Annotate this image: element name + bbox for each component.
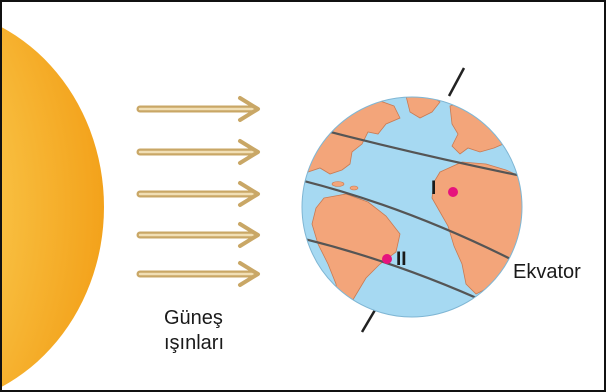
point-1-marker xyxy=(448,187,458,197)
sun-rays xyxy=(136,96,260,287)
ray-arrow xyxy=(136,139,260,165)
ray-arrow xyxy=(136,261,260,287)
greenland xyxy=(405,97,441,119)
equator-label: Ekvator xyxy=(513,261,581,283)
ray-arrow xyxy=(136,222,260,248)
equator-line xyxy=(302,176,522,271)
ray-arrow xyxy=(136,96,260,122)
sun-rays-label-line1: Güneş xyxy=(164,307,223,329)
point-2-marker xyxy=(382,254,392,264)
sun xyxy=(2,27,104,387)
earth-axis-bottom xyxy=(360,309,377,333)
ray-arrow xyxy=(136,181,260,207)
point-2-label: II xyxy=(396,249,407,270)
caribbean-island xyxy=(331,181,345,187)
sun-rays-label-line2: ışınları xyxy=(164,332,225,354)
earth-globe xyxy=(301,96,523,318)
sun-rays-label: Güneş ışınları xyxy=(164,306,224,356)
point-1-label: I xyxy=(431,178,437,199)
caribbean-island xyxy=(349,185,359,191)
earth-axis-top xyxy=(447,67,466,97)
